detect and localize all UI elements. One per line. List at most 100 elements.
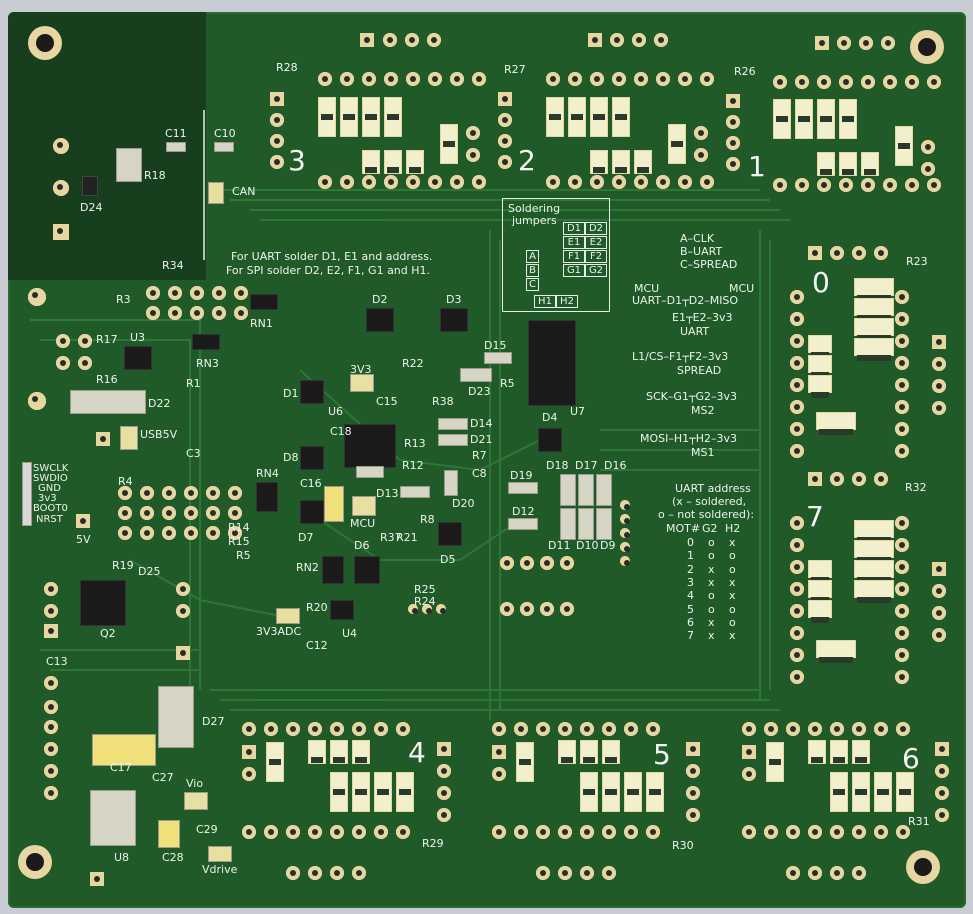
transistor [82,176,98,196]
soldering-title-line1: Soldering [508,202,561,215]
vdrive-jumper [208,846,232,862]
mot-cell: 1 [687,549,694,563]
diode-d27 [158,686,194,748]
legend-b: B–UART [680,245,723,258]
can-jumper [208,182,224,204]
diode-d7 [300,500,324,524]
ref-label: C27 [152,771,174,784]
ref-label: R23 [906,255,928,268]
chip-u4 [330,600,354,620]
ref-label: C18 [330,425,352,438]
diode-d21 [438,434,468,446]
diode-d18 [560,474,576,506]
diode-d20 [444,470,458,496]
ic-u7 [528,320,576,406]
capacitor-c28 [158,820,180,848]
module-number-3: 3 [288,144,306,177]
ref-label: R8 [420,513,435,526]
ref-label: C8 [472,467,487,480]
ref-label: R37 [380,531,402,544]
diode-d8 [300,446,324,470]
map-line-4: L1/CS–F1┬F2–3v3 [632,350,729,363]
ref-label: D1 [283,387,299,400]
ref-label: D24 [80,201,103,214]
chip-d6 [354,556,380,584]
ref-label: R30 [672,839,694,852]
map-line-8: MOSI–H1┬H2–3v3 [640,432,738,445]
ref-label: R21 [396,531,418,544]
debug-swdio: SWDIO [33,473,68,484]
ref-label: RN4 [256,467,279,480]
diode-d13 [400,486,430,498]
mot-cell: 2 [687,562,694,576]
uart-address-line2: (x – soldered, [672,495,747,508]
module-number-7: 7 [806,500,824,533]
map-line-5: SPREAD [677,364,722,377]
ref-label: C29 [196,823,218,836]
ref-label: Vio [186,777,204,790]
mounting-hole [910,30,944,64]
debug-nrst: NRST [36,514,63,525]
through-hole-pad [53,224,69,240]
mcu-jumper [352,496,376,516]
mot-cell: o [729,615,736,629]
ref-label: C12 [306,639,328,652]
ref-label: USB5V [140,428,178,441]
regulator-u6 [344,424,396,468]
module-number-4: 4 [408,736,426,769]
diode-d23 [460,368,492,382]
through-hole-pad [53,138,69,154]
cap [166,142,186,152]
ref-label: C16 [300,477,322,490]
mot-cell: 5 [687,602,694,616]
mot-cell: x [708,575,715,589]
mot-cell: 6 [687,615,694,629]
ref-label: R27 [504,63,526,76]
ref-label: C28 [162,851,184,864]
chip-d5 [438,522,462,546]
ref-label: D9 [600,539,616,552]
ref-label: MCU [350,517,376,530]
ref-label: D18 [546,459,569,472]
ref-label: R16 [96,373,118,386]
ref-label: R4 [118,475,133,488]
ref-label: D4 [542,411,558,424]
mot-cell: 0 [687,536,694,549]
tab-u6 [356,466,384,478]
diode-d14 [438,418,468,430]
jumper-g1: G1 [563,264,585,277]
module-number-5: 5 [653,738,671,771]
mot-cell: o [729,549,736,563]
legend-a: A–CLK [680,232,715,245]
ref-label: D12 [512,505,535,518]
ref-label: D27 [202,715,225,728]
diode-d9 [596,508,612,540]
ref-label: R18 [144,169,166,182]
ref-label: D7 [298,531,314,544]
diode-package [116,148,142,182]
ref-label: D2 [372,293,388,306]
ref-label: R20 [306,601,328,614]
jumper-h1: H1 [534,295,556,308]
ref-label: U4 [342,627,358,640]
map-line-3: UART [680,325,710,338]
ref-label: R15 [228,535,250,548]
map-line-6: SCK–G1┬G2–3v3 [646,390,738,403]
jumper-f1: F1 [563,250,585,263]
mounting-hole [906,850,940,884]
mcu-label-right: MCU [729,282,755,295]
ref-label: U8 [114,851,130,864]
ref-label: D8 [283,451,299,464]
diode-d17 [578,474,594,506]
ref-label: R32 [905,481,927,494]
ref-label: R26 [734,65,756,78]
jumper-g2: G2 [585,264,607,277]
mot-cell: 7 [687,629,694,643]
module-number-2: 2 [518,144,536,177]
debug-3v3: 3v3 [38,493,57,504]
mot-cell: x [729,575,736,589]
mounting-hole [28,26,62,60]
ref-label: Q2 [100,627,116,640]
diode-d4 [538,428,562,452]
capacitor-c16 [324,486,344,522]
